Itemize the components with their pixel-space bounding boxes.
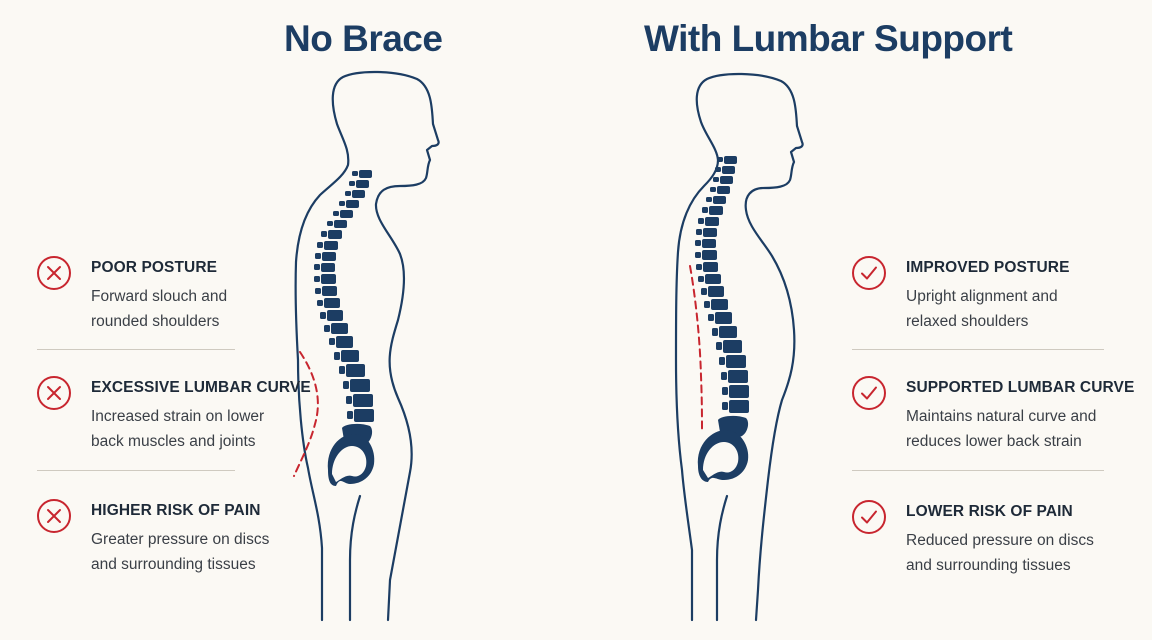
supported-curve-indicator xyxy=(689,265,703,433)
upright-spine xyxy=(695,156,749,482)
divider xyxy=(852,349,1104,350)
divider xyxy=(852,470,1104,471)
title-with-lumbar-support: With Lumbar Support xyxy=(644,18,1013,59)
point-heading: HIGHER RISK OF PAIN xyxy=(91,502,261,519)
description-line: Increased strain on lower xyxy=(91,408,265,425)
point-heading: SUPPORTED LUMBAR CURVE xyxy=(906,379,1135,396)
divider xyxy=(37,349,235,350)
description-line: Maintains natural curve and xyxy=(906,408,1097,425)
description-line: and surrounding tissues xyxy=(91,556,256,573)
description-line: and surrounding tissues xyxy=(906,557,1071,574)
description-line: Forward slouch and xyxy=(91,288,228,305)
description-line: rounded shoulders xyxy=(91,313,220,330)
description-line: Greater pressure on discs xyxy=(91,531,270,548)
x-mark-icon xyxy=(37,256,71,290)
point-heading: EXCESSIVE LUMBAR CURVE xyxy=(91,379,311,396)
title-no-brace: No Brace xyxy=(284,18,443,59)
slouched-body-outline xyxy=(294,70,440,622)
slouched-spine xyxy=(314,170,375,486)
point-heading: LOWER RISK OF PAIN xyxy=(906,503,1073,520)
upright-body-outline xyxy=(674,72,804,622)
point-heading: IMPROVED POSTURE xyxy=(906,259,1070,276)
excessive-curve-indicator xyxy=(293,351,319,477)
description-line: relaxed shoulders xyxy=(906,313,1029,330)
checkmark-icon xyxy=(852,376,886,410)
point-description: Forward slouch and rounded shoulders xyxy=(91,284,301,334)
description-line: Upright alignment and xyxy=(906,288,1058,305)
point-description: Upright alignment and relaxed shoulders xyxy=(906,284,1116,334)
x-mark-icon xyxy=(37,499,71,533)
description-line: reduces lower back strain xyxy=(906,433,1082,450)
description-line: Reduced pressure on discs xyxy=(906,532,1094,549)
point-description: Maintains natural curve and reduces lowe… xyxy=(906,404,1116,454)
checkmark-icon xyxy=(852,256,886,290)
description-line: back muscles and joints xyxy=(91,433,256,450)
x-mark-icon xyxy=(37,376,71,410)
checkmark-icon xyxy=(852,500,886,534)
point-description: Greater pressure on discs and surroundin… xyxy=(91,527,301,577)
point-heading: POOR POSTURE xyxy=(91,259,218,276)
point-description: Increased strain on lower back muscles a… xyxy=(91,404,301,454)
point-description: Reduced pressure on discs and surroundin… xyxy=(906,528,1116,578)
divider xyxy=(37,470,235,471)
